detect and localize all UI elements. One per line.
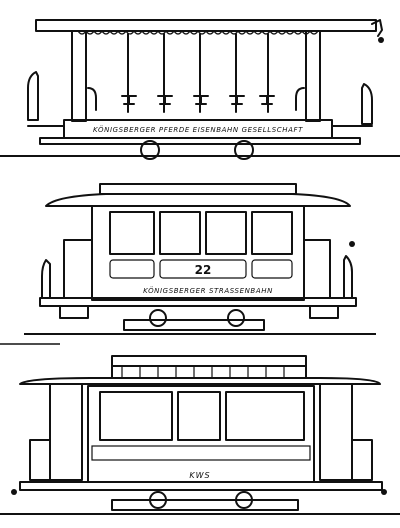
tram2-clerestory xyxy=(99,183,297,195)
tram3-rocker-panel xyxy=(91,445,311,461)
tram1-wheel xyxy=(234,140,254,160)
tram1-dash-right xyxy=(361,83,373,125)
tram2-window xyxy=(205,211,247,255)
tram3-coupler-left xyxy=(11,489,17,495)
tram1-lamp xyxy=(371,19,383,37)
tram3-dash-right xyxy=(351,439,373,481)
tram2-dash-left xyxy=(41,259,51,299)
tram2-fleet-number: 22 xyxy=(195,263,212,277)
tram3-clerestory xyxy=(111,355,307,367)
tram2-number-panel xyxy=(159,259,247,279)
tram1-underframe xyxy=(39,137,361,145)
tram3-dash-left xyxy=(29,439,51,481)
tram1-seat xyxy=(121,95,137,105)
tram1-seat xyxy=(229,95,245,105)
tram3-truck xyxy=(111,499,299,511)
tram1-seat xyxy=(259,95,275,105)
tram2-lettering: KÖNIGSBERGER STRASSENBAHN xyxy=(143,286,273,295)
tram2-wheel xyxy=(227,309,245,327)
tram2-truck xyxy=(123,319,265,331)
tram2-panel xyxy=(109,259,155,279)
tram2-steps xyxy=(59,305,339,319)
tram2-wheel xyxy=(149,309,167,327)
tram3-window xyxy=(177,391,221,441)
tram2-dash-right xyxy=(343,255,353,299)
tram1-bench-right xyxy=(295,87,305,111)
tram1-right-post xyxy=(305,30,321,122)
tram3-vent-lines xyxy=(121,366,285,378)
tram3-coupler-right xyxy=(381,489,387,495)
tram3-wheel xyxy=(149,491,167,509)
tram3-lettering: KWS xyxy=(189,471,210,480)
tram3-left-post xyxy=(49,383,83,481)
tram2-panel xyxy=(251,259,293,279)
tram1-lettering: KÖNIGSBERGER PFERDE EISENBAHN GESELLSCHA… xyxy=(93,125,303,134)
tram3-body xyxy=(87,385,315,483)
tram1-seat xyxy=(157,95,173,105)
tram1-bench-left xyxy=(87,87,97,111)
tram1-left-post xyxy=(71,30,87,122)
tram2-headlamp xyxy=(349,241,355,247)
tram-22-drawing: 22 KÖNIGSBERGER STRASSENBAHN xyxy=(0,183,376,345)
tram2-left-platform xyxy=(63,239,93,299)
tram3-underframe xyxy=(19,481,383,491)
tram1-lamp-head xyxy=(378,37,384,43)
tram-kws-drawing: KWS xyxy=(0,355,400,515)
horse-tram-drawing: KÖNIGSBERGER PFERDE EISENBAHN GESELLSCHA… xyxy=(0,19,400,160)
tram3-right-post xyxy=(319,383,353,481)
tram2-window xyxy=(109,211,155,255)
tram1-seat xyxy=(193,95,209,105)
tram2-roof xyxy=(45,193,351,207)
tram3-roof xyxy=(19,377,381,385)
tram2-underframe xyxy=(39,297,357,307)
tram2-window xyxy=(251,211,293,255)
tram2-right-platform xyxy=(303,239,331,299)
tram3-wheel xyxy=(235,491,253,509)
tram2-body xyxy=(91,205,305,301)
tram1-curtain xyxy=(77,29,319,35)
tram1-dash-left xyxy=(27,71,39,121)
tram1-wheel xyxy=(140,140,160,160)
tram1-roof xyxy=(35,19,377,32)
tram2-window xyxy=(159,211,201,255)
tram3-window xyxy=(99,391,173,441)
tram3-window xyxy=(225,391,305,441)
tram3-clerestory-vents xyxy=(111,365,307,379)
